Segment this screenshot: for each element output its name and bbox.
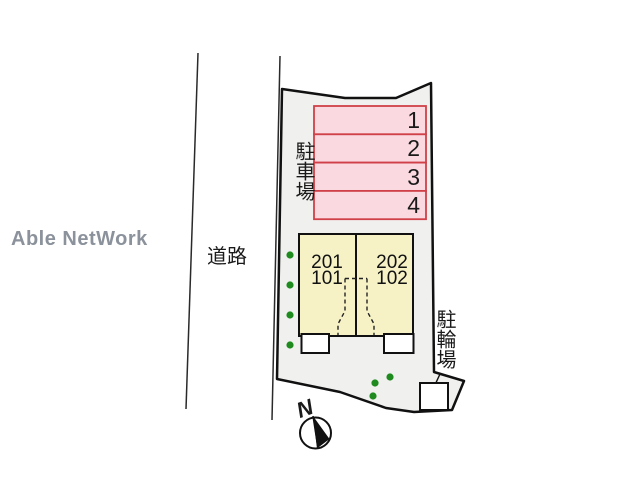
unit-202: 202 <box>376 252 408 273</box>
stall-number-3: 3 <box>407 163 420 190</box>
stall-number-2: 2 <box>407 135 420 162</box>
tree-dot <box>369 392 377 400</box>
parking-stalls <box>313 105 427 221</box>
entrance-path-left <box>337 278 346 335</box>
tree-dot <box>286 281 294 289</box>
tree-dot <box>286 251 294 259</box>
compass-needle-fill <box>313 416 330 449</box>
tree-dot <box>386 373 394 381</box>
unit-label-right: 202 102 <box>357 252 427 289</box>
road-left-edge-line <box>185 52 199 410</box>
entrance-path-dashed-lines <box>337 277 375 335</box>
road-right-edge-line <box>271 55 281 421</box>
north-arrow-icon <box>299 415 332 450</box>
unit-101: 101 <box>311 267 343 289</box>
tree-dots <box>286 251 394 400</box>
parking-stall-4 <box>313 189 427 221</box>
entrance-path-right <box>366 278 375 335</box>
bicycle-parking-area <box>419 382 449 411</box>
unit-102: 102 <box>376 267 408 289</box>
stall-number-4: 4 <box>407 191 420 218</box>
parking-stall-1 <box>313 105 427 136</box>
parking-stall-2 <box>313 133 427 164</box>
tree-dot <box>286 311 294 319</box>
porch-right <box>383 333 415 354</box>
tree-dot <box>371 379 379 387</box>
unit-201: 201 <box>311 252 343 273</box>
bicycle-parking-label: 駐輪場 <box>433 309 455 369</box>
car-parking-label: 駐車場 <box>292 141 314 201</box>
stall-number-1: 1 <box>407 107 420 133</box>
unit-label-left: 201 101 <box>292 252 362 289</box>
porch-left <box>300 333 330 354</box>
brand-logo: Able NetWork <box>11 228 148 250</box>
road-label: 道路 <box>207 246 247 268</box>
tree-dot <box>286 341 294 349</box>
